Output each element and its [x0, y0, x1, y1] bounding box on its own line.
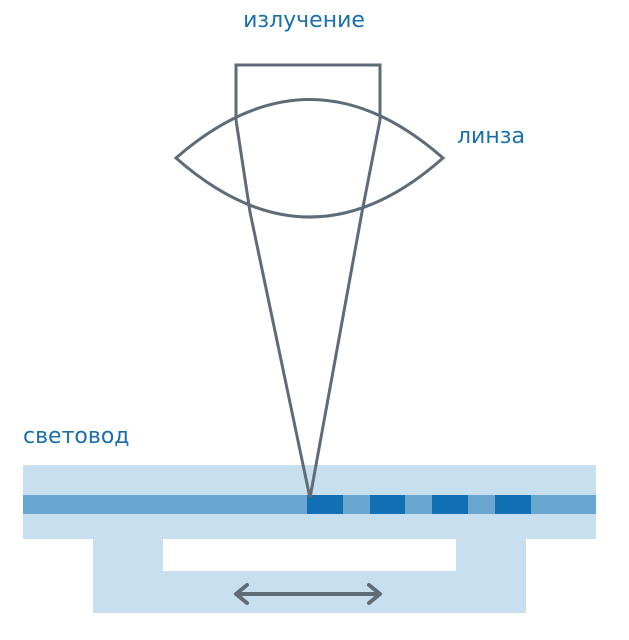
movement-arrow-icon — [234, 583, 382, 605]
lens-icon — [173, 98, 446, 219]
grating-mark — [432, 495, 468, 514]
grating-marks — [307, 495, 531, 514]
beam-line-left-in-lens — [234, 119, 252, 213]
grating-mark — [307, 495, 343, 514]
radiation-beam-column — [234, 63, 382, 120]
grating-mark — [495, 495, 531, 514]
focused-beam-right — [308, 211, 364, 499]
lens-label: линза — [457, 124, 525, 149]
fiber-label: световод — [23, 424, 130, 449]
beam-line-right-in-lens — [360, 119, 382, 213]
radiation-label: излучение — [243, 8, 365, 33]
focused-beam-left — [248, 211, 312, 499]
grating-mark — [370, 495, 405, 514]
translation-stage — [93, 538, 526, 613]
